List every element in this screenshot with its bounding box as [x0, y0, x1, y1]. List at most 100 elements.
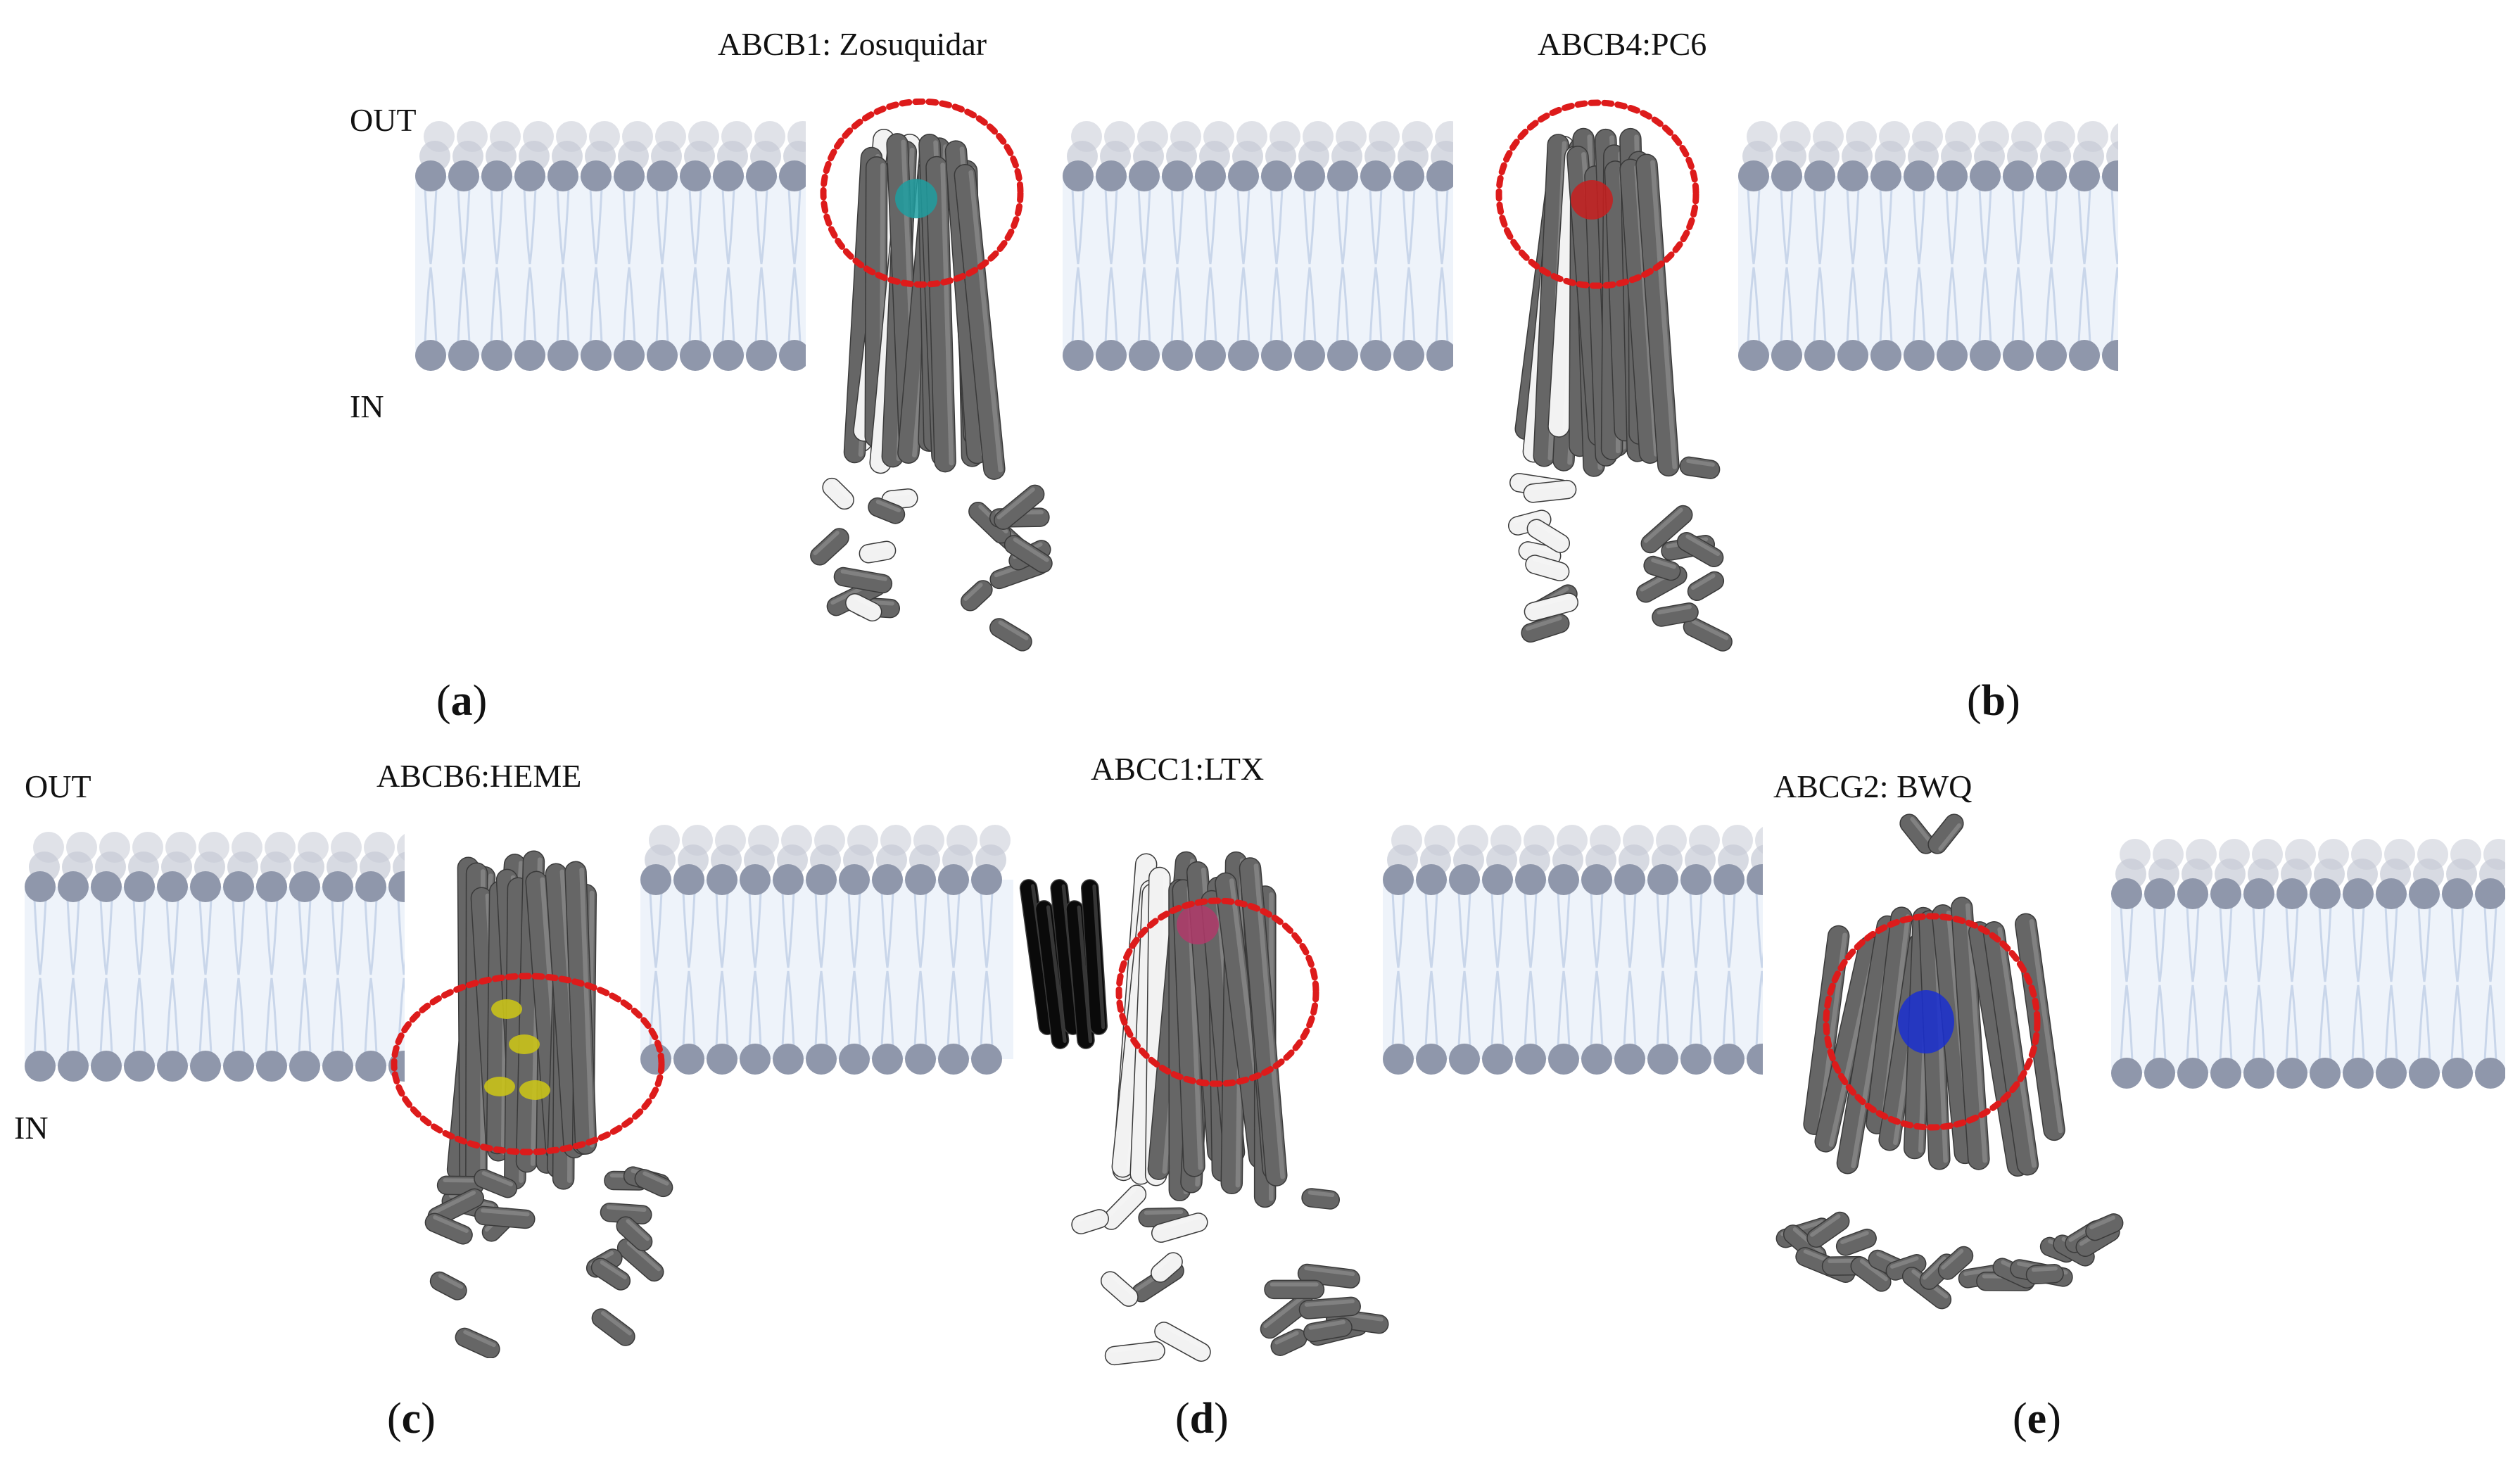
helix-cylinder: [845, 593, 882, 622]
helix-cylinder: [960, 580, 993, 612]
membrane-b-right: [1738, 121, 2118, 371]
helix-cylinder: [1643, 555, 1681, 581]
membrane-a-left: [415, 121, 806, 371]
helix-cylinder: [822, 477, 854, 510]
helix-cylinder: [2085, 1213, 2124, 1241]
binding-site-circle: [1823, 913, 2041, 1131]
helix-cylinder: [1101, 1184, 1147, 1230]
protein-structure-abcb1: [810, 99, 1053, 652]
helix-cylinder: [810, 528, 849, 566]
out-label-top: OUT: [350, 102, 417, 138]
protein-structure-abcb6: [391, 850, 673, 1358]
panel-e-label: (e): [2013, 1395, 2061, 1443]
helix-cylinder: [424, 1213, 473, 1245]
panel-c-title: ABCB6:HEME: [376, 758, 582, 794]
helix-cylinder: [1679, 456, 1721, 479]
helix-cylinder: [989, 618, 1032, 652]
helix-cylinder: [590, 1258, 631, 1291]
helix-cylinder: [1003, 535, 1053, 574]
helix-cylinder: [1270, 1329, 1308, 1356]
helix-cylinder: [455, 1327, 500, 1358]
panel-b-title: ABCB4:PC6: [1538, 26, 1707, 62]
panel-a-label: (a): [436, 677, 488, 725]
helix-cylinder: [616, 1238, 664, 1282]
helix-cylinder: [474, 1168, 518, 1198]
lipid-bilayer: [1063, 121, 1453, 371]
binding-site-circle: [1115, 897, 1319, 1087]
helix-cylinder: [1101, 1271, 1139, 1307]
binding-site-circle: [820, 99, 1024, 288]
lipid-bilayer: [415, 121, 806, 371]
ligand: [1177, 905, 1219, 944]
panel-d-label: (d): [1175, 1395, 1229, 1443]
helix-cylinder: [833, 566, 893, 594]
helix-cylinder: [1927, 814, 1964, 854]
helix-cylinder: [994, 484, 1045, 530]
helix-cylinder: [859, 540, 897, 564]
helix-cylinder: [925, 156, 956, 473]
in-label-bottom: IN: [14, 1110, 49, 1146]
panel-a-title: ABCB1: Zosuquidar: [718, 26, 987, 62]
helix-cylinder: [1806, 1211, 1850, 1248]
helix-cylinder: [1526, 519, 1570, 553]
ligand: [484, 999, 550, 1100]
membrane-cd-middle: [640, 825, 1013, 1075]
helix-cylinder: [1687, 571, 1725, 601]
lipid-bilayer: [1738, 121, 2118, 371]
protein-structure-abcb4: [1495, 99, 1733, 652]
helix-cylinder: [954, 164, 1006, 480]
helix-cylinder: [1104, 1341, 1165, 1366]
helix-cylinder: [1652, 602, 1699, 627]
membrane-de-middle: [1383, 825, 1763, 1075]
helix-cylinder: [591, 1308, 635, 1346]
helix-cylinder: [429, 1271, 467, 1300]
protein-structure-abcg2: [1775, 814, 2124, 1310]
helix-cylinder: [616, 1216, 653, 1251]
helix-cylinder: [1298, 1296, 1361, 1319]
lipid-bilayer: [1383, 825, 1763, 1075]
helix-cylinder: [1525, 555, 1570, 582]
lipid-bilayer: [640, 825, 1013, 1075]
helix-cylinder: [1523, 479, 1577, 503]
helix-cylinder: [1301, 1188, 1340, 1210]
membrane-e-right: [2111, 839, 2505, 1089]
helix-cylinder: [1081, 879, 1108, 1035]
helix-cylinder: [1303, 1317, 1353, 1343]
helix-cylinder: [1264, 1279, 1325, 1300]
helix-cylinder: [634, 1169, 673, 1198]
helix-cylinder: [1640, 505, 1693, 554]
helix-cylinder: [1151, 1252, 1183, 1283]
membrane-ab-middle: [1063, 121, 1453, 371]
helix-cylinder: [1676, 532, 1724, 567]
binding-site-circle: [1495, 99, 1699, 289]
panel-b-label: (b): [1967, 677, 2020, 725]
helix-cylinder: [600, 1203, 652, 1224]
helix-cylinder: [1151, 1213, 1208, 1243]
helix-cylinder: [1937, 1246, 1974, 1280]
helix-cylinder: [1239, 857, 1288, 1186]
helix-cylinder: [1951, 897, 1990, 1170]
helix-cylinder: [1835, 1228, 1877, 1256]
protein-structure-abcc1: [1019, 851, 1389, 1366]
helix-cylinder: [2025, 1264, 2064, 1285]
out-label-bottom: OUT: [25, 768, 91, 804]
binding-site-circle: [391, 973, 665, 1156]
helix-cylinder: [868, 497, 906, 524]
lipid-bilayer: [25, 832, 405, 1082]
helix-cylinder: [1524, 593, 1578, 621]
panel-d-title: ABCC1:LTX: [1091, 751, 1265, 787]
helix-cylinder: [474, 1205, 536, 1229]
helix-cylinder: [1071, 1209, 1109, 1234]
membrane-c-left: [25, 832, 405, 1082]
helix-cylinder: [1635, 153, 1680, 477]
ligand: [1898, 990, 1954, 1053]
panel-e-title: ABCG2: BWQ: [1773, 768, 1973, 804]
helix-cylinder: [1683, 617, 1733, 652]
panel-c-label: (c): [387, 1395, 436, 1443]
helix-cylinder: [1850, 1256, 1892, 1292]
ligand: [1571, 180, 1613, 220]
helix-cylinder: [1260, 1293, 1314, 1339]
in-label-top: IN: [350, 388, 384, 424]
lipid-bilayer: [2111, 839, 2505, 1089]
helix-cylinder: [1154, 1322, 1211, 1362]
